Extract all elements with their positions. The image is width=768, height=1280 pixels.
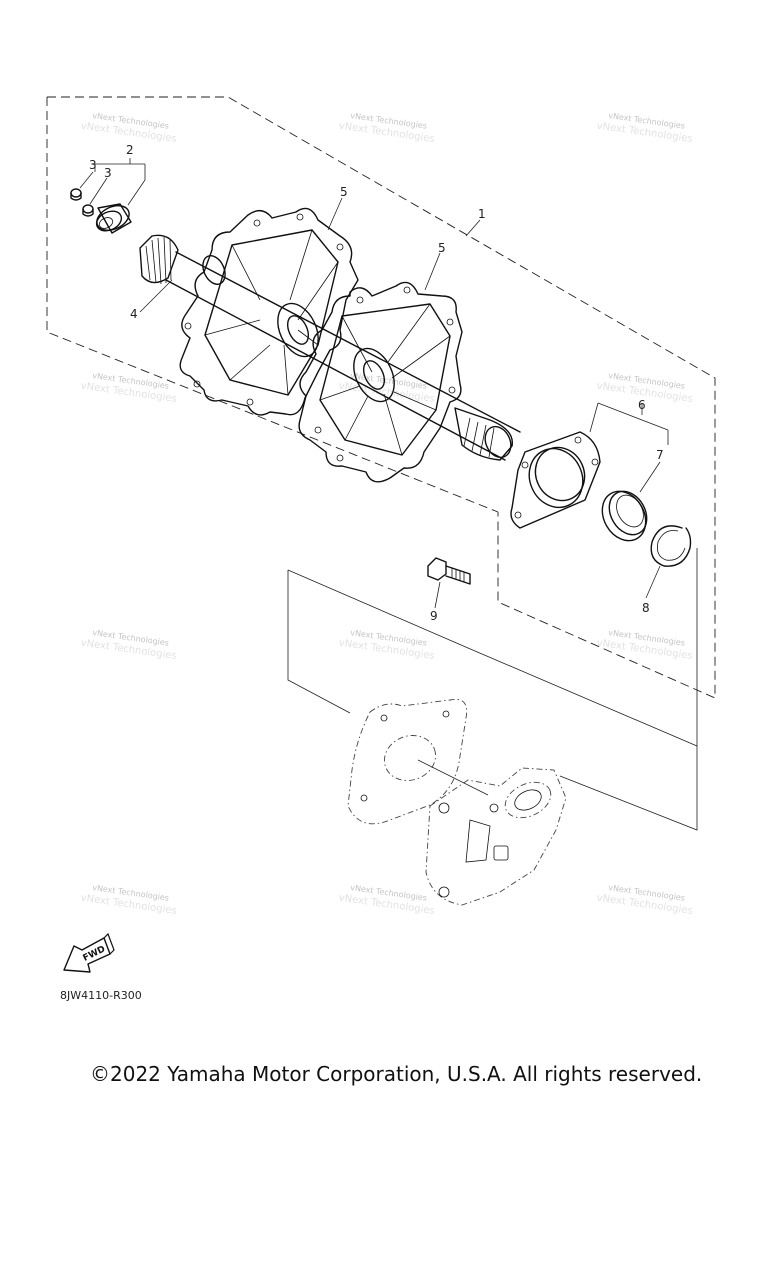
watermark: vNext Technologies vNext Technologies — [338, 883, 435, 917]
callout-3a: 3 — [89, 158, 97, 172]
bolt-part-9 — [427, 557, 471, 585]
watermark: vNext Technologies vNext Technologies — [596, 111, 693, 145]
leader-3a — [79, 171, 94, 189]
watermark: vNext Technologies vNext Technologies — [80, 111, 177, 145]
callout-8: 8 — [642, 601, 650, 615]
leader-7 — [639, 461, 661, 493]
reference-brake-plate — [347, 698, 468, 825]
watermark: vNext Technologies vNext Technologies — [596, 628, 693, 662]
sprocket-part-5-left — [179, 207, 359, 416]
callout-3b: 3 — [104, 166, 112, 180]
reference-boundary-top — [287, 548, 698, 747]
leader-8 — [645, 565, 661, 599]
sprocket-part-5-right — [298, 281, 463, 483]
assembly-boundary-dashed — [47, 96, 716, 699]
callout-5a: 5 — [340, 185, 348, 199]
collar-part-2 — [95, 203, 132, 234]
callout-4: 4 — [130, 307, 138, 321]
leader-9 — [434, 581, 441, 609]
leader-4 — [139, 279, 173, 313]
watermark: vNext Technologies vNext Technologies — [338, 628, 435, 662]
copyright-notice: ©2022 Yamaha Motor Corporation, U.S.A. A… — [90, 1062, 703, 1086]
plug-part-3b — [82, 204, 94, 217]
leader-6 — [589, 402, 669, 445]
leader-5-right — [424, 252, 441, 291]
circlip-part-8 — [650, 525, 692, 567]
reference-boundary-right — [559, 746, 698, 831]
callout-1: 1 — [478, 207, 486, 221]
callout-2: 2 — [126, 143, 134, 157]
reference-boundary — [287, 570, 351, 714]
callouts: 1 2 3 3 4 5 5 6 7 8 9 — [89, 143, 664, 623]
watermark: vNext Technologies vNext Technologies — [80, 628, 177, 662]
watermark: vNext Technologies vNext Technologies — [596, 883, 693, 917]
drive-axle-part-4 — [139, 234, 521, 461]
watermark-group: vNext Technologies vNext Technologies vN… — [80, 111, 693, 917]
watermark: vNext Technologies vNext Technologies — [338, 111, 435, 145]
assembly-boundary-dashed-left — [46, 97, 499, 513]
callout-7: 7 — [656, 448, 664, 462]
leader-2 — [94, 158, 146, 206]
plug-part-3a — [70, 188, 82, 201]
watermark: vNext Technologies vNext Technologies — [80, 371, 177, 405]
watermark: vNext Technologies vNext Technologies — [80, 883, 177, 917]
leader-5-left — [327, 197, 343, 231]
reference-brake-caliper — [425, 767, 567, 906]
leader-1 — [465, 219, 481, 237]
leader-reference — [417, 759, 489, 796]
callout-9: 9 — [430, 609, 438, 623]
callout-5b: 5 — [438, 241, 446, 255]
leader-3b — [89, 177, 108, 205]
callout-6: 6 — [638, 398, 646, 412]
bearing-part-7 — [601, 490, 648, 542]
bearing-housing-part-6 — [510, 431, 601, 529]
diagram-code: 8JW4110-R300 — [60, 989, 142, 1002]
fwd-arrow-icon: FWD — [63, 932, 115, 973]
